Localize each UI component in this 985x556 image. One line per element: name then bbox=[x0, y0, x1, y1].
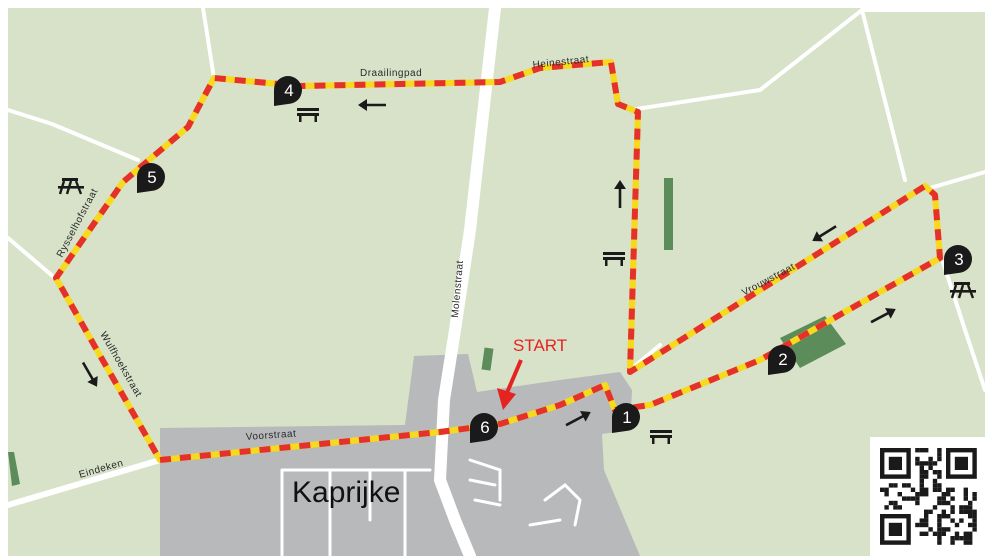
street-label-voorstraat: Voorstraat bbox=[245, 428, 296, 443]
start-label: START bbox=[513, 336, 567, 355]
waypoint-number: 3 bbox=[954, 250, 963, 269]
street-label-draailingpad: Draailingpad bbox=[360, 68, 422, 79]
qr-code-icon[interactable] bbox=[870, 437, 985, 556]
waypoint-5[interactable]: 5 bbox=[137, 163, 165, 193]
built-up-area bbox=[160, 354, 640, 556]
waypoint-number: 5 bbox=[147, 168, 156, 187]
town-label: Kaprijke bbox=[292, 476, 400, 509]
waypoint-number: 6 bbox=[480, 418, 489, 437]
street-label-molenstraat: Molenstraat bbox=[450, 260, 466, 318]
start-arrow-icon bbox=[497, 359, 523, 410]
road-network bbox=[5, 2, 985, 556]
waypoint-number: 4 bbox=[284, 81, 293, 100]
waypoint-3[interactable]: 3 bbox=[944, 245, 972, 275]
waypoint-number: 2 bbox=[778, 350, 787, 369]
waypoint-number: 1 bbox=[622, 408, 631, 427]
waypoint-1[interactable]: 1 bbox=[612, 403, 640, 433]
waypoint-6[interactable]: 6 bbox=[470, 413, 498, 443]
walking-route bbox=[53, 59, 943, 463]
forest-patches bbox=[8, 178, 846, 486]
waypoint-2[interactable]: 2 bbox=[768, 345, 796, 375]
waypoint-4[interactable]: 4 bbox=[274, 76, 302, 106]
